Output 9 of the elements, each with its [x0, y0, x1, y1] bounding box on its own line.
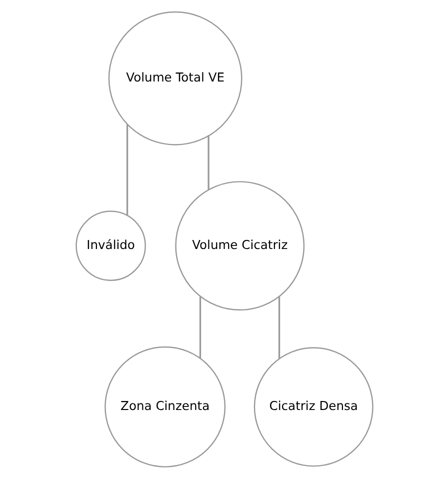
connector	[278, 296, 280, 358]
node-circle: Volume Total VE	[108, 11, 242, 146]
node-circle: Inválido	[75, 210, 146, 281]
node-circle: Zona Cinzenta	[104, 346, 226, 468]
node-circle: Volume Cicatriz	[174, 181, 304, 311]
connector	[198, 296, 201, 358]
connector	[126, 124, 128, 215]
node-circle: Cicatriz Densa	[253, 347, 373, 467]
connector	[207, 136, 209, 190]
